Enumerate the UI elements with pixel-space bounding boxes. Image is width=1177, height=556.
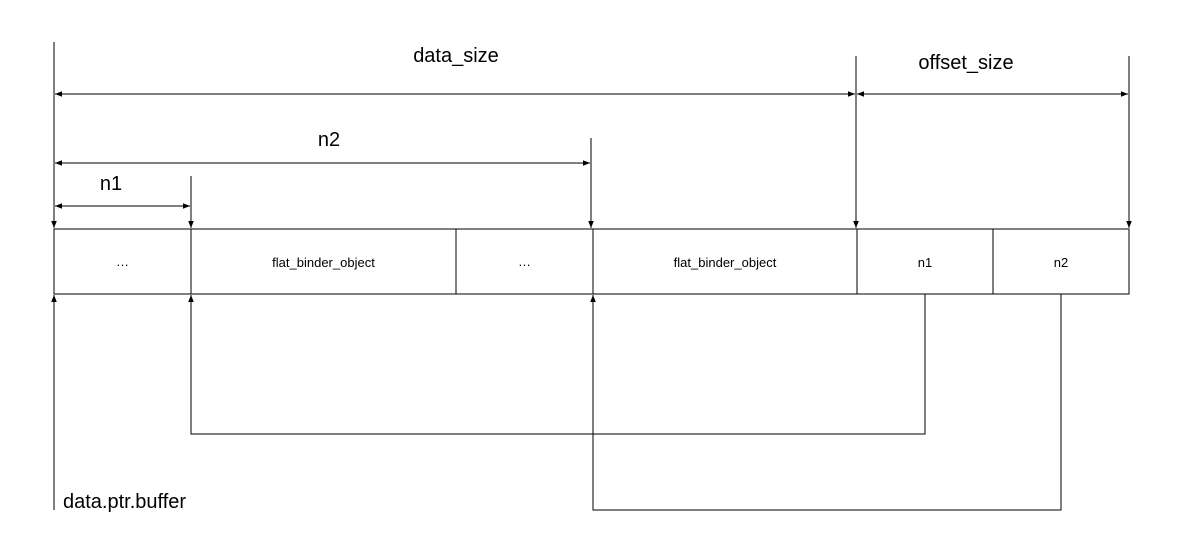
offset-size-label: offset_size [918, 52, 1013, 74]
buffer-cell-label: flat_binder_object [674, 255, 777, 270]
data-size-label: data_size [413, 45, 499, 67]
buffer-cell-flat-binder-object-1 [190, 228, 457, 295]
n1-label: n1 [100, 173, 122, 195]
buffer-cell-label: … [518, 254, 531, 269]
buffer-cell-flat-binder-object-2 [592, 228, 858, 295]
buffer-cell-gap-1 [53, 228, 192, 295]
n1-offset-reference [188, 294, 926, 435]
buffer-pointer-label: data.ptr.buffer [63, 491, 186, 513]
boundary-ticks [51, 42, 1132, 228]
n2-label: n2 [318, 129, 340, 151]
buffer-cell-offset-n1 [856, 228, 994, 295]
buffer-cell-label: flat_binder_object [272, 255, 375, 270]
n2-offset-reference [590, 294, 1062, 511]
dimension-arrows [55, 91, 1128, 209]
buffer-row: … flat_binder_object … flat_binder_objec… [53, 228, 1130, 295]
buffer-cell-label: n2 [1054, 255, 1068, 270]
buffer-cell-gap-2 [455, 228, 594, 295]
buffer-cell-label: … [116, 254, 129, 269]
buffer-cell-label: n1 [918, 255, 932, 270]
buffer-cell-offset-n2 [992, 228, 1130, 295]
offset-reference-arrows [188, 294, 1062, 511]
